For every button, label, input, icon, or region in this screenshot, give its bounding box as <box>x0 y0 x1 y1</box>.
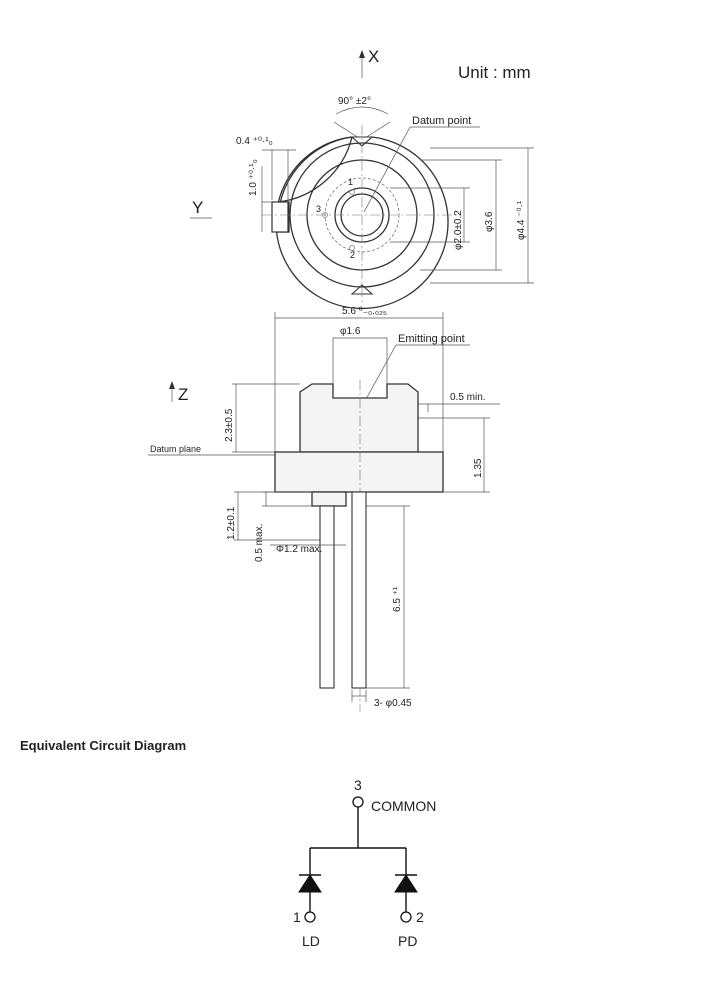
ld-terminal <box>304 911 316 923</box>
boss-h-label: 0.5 max. <box>254 524 265 562</box>
boss-dia-label: Φ1.2 max. <box>276 544 322 555</box>
lead-dia-label: 3- φ0.45 <box>374 698 412 709</box>
z-axis-arrowhead <box>169 381 175 389</box>
stem-h-label: 1.2±0.1 <box>226 506 237 540</box>
pd-pin-number: 2 <box>416 909 424 925</box>
datum-point-label: Datum point <box>412 115 471 127</box>
pd-diode-symbol <box>394 874 418 893</box>
emitting-point-label: Emitting point <box>398 333 465 345</box>
top-v-notch <box>350 136 374 147</box>
angle-arc <box>335 106 389 115</box>
flange-dia-label: φ4.4 ⁻⁰·¹ <box>516 200 527 240</box>
pin3-dot <box>322 212 328 218</box>
flange-body <box>274 451 444 493</box>
unit-label: Unit : mm <box>458 63 531 82</box>
flange-outline <box>275 136 449 310</box>
cap-height-label: 2.3±0.5 <box>224 408 235 442</box>
flange-thk-label: 1.35 <box>473 458 484 478</box>
lead-right <box>351 491 367 689</box>
pin2-dot <box>349 245 355 251</box>
pin2-label: 2 <box>350 250 355 260</box>
pin1-dot <box>349 189 355 195</box>
lead-left <box>319 505 335 689</box>
common-pin-number: 3 <box>354 777 362 793</box>
top-view: X Unit : mm 90° ±2° 1 3 2 Y Datum point <box>190 47 534 310</box>
lead-len-label: 6.5 ⁺¹ <box>392 586 403 612</box>
side-view: 5.6 ⁰₋₀.₀₂₅ φ1.6 Emitting point Z 2.3±0.… <box>148 306 500 712</box>
pin1-label: 1 <box>348 177 353 187</box>
ld-label: LD <box>302 933 320 949</box>
outer-dia-label: 5.6 ⁰₋₀.₀₂₅ <box>342 306 387 317</box>
circuit-title: Equivalent Circuit Diagram <box>20 738 186 753</box>
common-terminal <box>352 796 364 808</box>
ld-diode-symbol <box>298 874 322 893</box>
ld-pin-number: 1 <box>293 909 301 925</box>
key-slot <box>271 201 289 233</box>
stem-boss <box>311 491 347 507</box>
pd-label: PD <box>398 933 417 949</box>
window-dia-label: φ2.0±0.2 <box>453 210 464 250</box>
y-axis-label: Y <box>192 198 203 217</box>
x-axis-arrowhead <box>359 50 365 58</box>
pin3-label: 3 <box>316 204 321 214</box>
cap-dia-label: φ3.6 <box>484 211 495 232</box>
angle-label: 90° ±2° <box>338 96 371 107</box>
key-depth-label: 1.0 ⁺⁰·¹₀ <box>248 159 259 196</box>
z-axis-label: Z <box>178 385 188 404</box>
datum-point-leader <box>363 126 411 213</box>
common-label: COMMON <box>371 798 436 814</box>
emit-dia-label: φ1.6 <box>340 326 361 337</box>
cap-body <box>299 383 419 453</box>
x-axis-label: X <box>368 47 379 66</box>
pd-terminal <box>400 911 412 923</box>
gap-min-label: 0.5 min. <box>450 392 486 403</box>
datum-plane-label: Datum plane <box>150 444 201 454</box>
key-width-label: 0.4 ⁺⁰·¹₀ <box>236 136 273 147</box>
equivalent-circuit: Equivalent Circuit Diagram 3 COMMON 1 LD… <box>20 738 436 949</box>
